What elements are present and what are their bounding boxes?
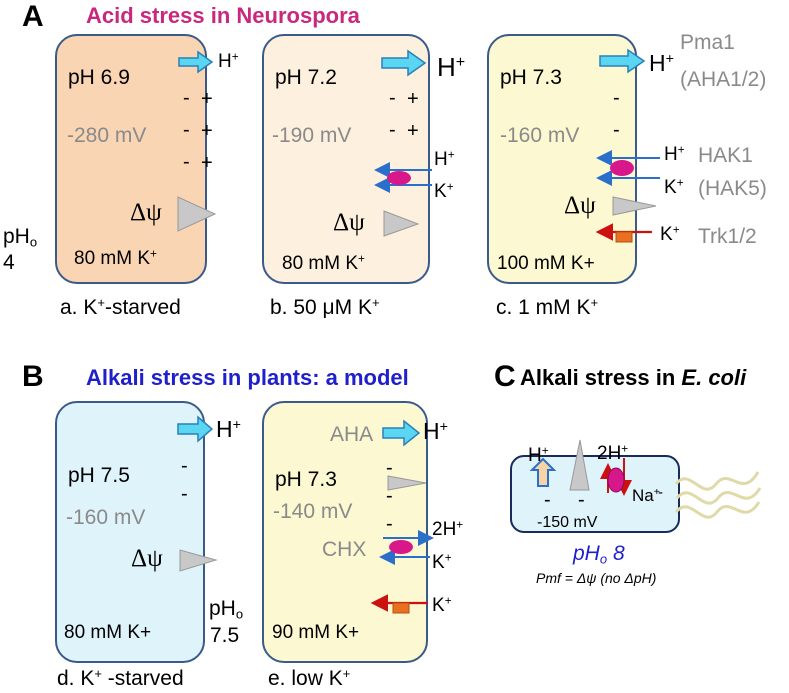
panel-b-external-ph-value: 7.5 — [210, 624, 240, 647]
ecoli-minus-2: - — [578, 489, 585, 511]
pma1-label: Pma1 — [680, 31, 735, 54]
cell-c-membrane — [487, 34, 637, 284]
cell-e-antiport-k-label: K+ — [432, 551, 452, 573]
panel-b-letter: B — [22, 360, 44, 393]
cell-c-potential: -160 mV — [500, 124, 580, 147]
ecoli-potential: -150 mV — [537, 514, 598, 531]
cell-b-potential: -190 mV — [272, 124, 352, 147]
cell-d-h-label: H+ — [216, 416, 241, 442]
cell-e-potassium: 90 mM K+ — [272, 622, 360, 643]
cell-e-2h-label: 2H+ — [432, 518, 464, 540]
aha12-label: (AHA1/2) — [680, 68, 767, 91]
cell-a-ph: pH 6.9 — [68, 66, 130, 89]
cell-d-ph: pH 7.5 — [68, 464, 130, 487]
cell-a-potential: -280 mV — [67, 124, 147, 147]
cell-c-symport-h-label: H+ — [664, 143, 685, 165]
cell-a-caption: a. K+-starved — [60, 294, 181, 319]
cell-d-potential: -160 mV — [66, 506, 146, 529]
cell-c-caption: c. 1 mM K+ — [496, 294, 599, 319]
ecoli-external-ph: pHo 8 — [573, 542, 625, 567]
cell-e-ph: pH 7.3 — [275, 468, 337, 491]
cell-e-minus-2: - — [386, 485, 393, 507]
cell-b-caption: b. 50 μM K+ — [270, 294, 380, 319]
cell-d-minus-2: - — [181, 483, 188, 505]
cell-b-plus-1: + — [407, 88, 419, 110]
cell-d-caption: d. K+ -starved — [57, 665, 184, 690]
cell-b-symport-k-label: K+ — [434, 180, 454, 202]
panel-c-title: Alkali stress in E. coli — [520, 365, 747, 390]
cell-d-minus-1: - — [181, 455, 188, 477]
panel-a-external-ph: pHo — [3, 225, 38, 250]
cell-c-ph: pH 7.3 — [500, 66, 562, 89]
cell-d-potassium: 80 mM K+ — [64, 622, 152, 643]
hak5-label: (HAK5) — [698, 177, 767, 200]
panel-a-external-ph-value: 4 — [3, 251, 15, 274]
panel-a-title: Acid stress in Neurospora — [86, 3, 360, 28]
ecoli-2h-label: 2H+ — [597, 442, 629, 464]
cell-e-uptake-k-label: K+ — [432, 594, 452, 616]
cell-a-delta-psi: Δψ — [130, 199, 162, 226]
chx-label: CHX — [322, 538, 367, 561]
cell-c-potassium: 100 mM K+ — [497, 253, 595, 274]
panel-c-letter: C — [494, 360, 516, 393]
cell-c-minus-2: - — [613, 119, 620, 141]
panel-b-title: Alkali stress in plants: a model — [86, 365, 409, 390]
cell-a-plus-3: + — [201, 152, 213, 174]
cell-a-membrane — [55, 34, 207, 284]
cell-c-delta-psi: Δψ — [564, 192, 596, 219]
cell-e-minus-1: - — [386, 457, 393, 479]
cell-a-plus-1: + — [201, 88, 213, 110]
cell-e-h-label: H+ — [423, 418, 448, 444]
ecoli-flagella — [674, 471, 762, 519]
cell-b-ph: pH 7.2 — [275, 66, 337, 89]
cell-b-minus-1: - — [389, 87, 396, 109]
cell-b-symport-h-label: H+ — [434, 148, 455, 170]
cell-b-delta-psi: Δψ — [333, 209, 365, 236]
cell-c-trk-k-label: K+ — [660, 223, 680, 245]
cell-b-minus-2: - — [389, 119, 396, 141]
cell-d-delta-psi: Δψ — [131, 545, 163, 572]
cell-c-symport-k-label: K+ — [664, 176, 684, 198]
ecoli-minus-3: - — [658, 484, 663, 501]
cell-b-h-label: H+ — [437, 52, 466, 82]
ecoli-minus-1: - — [544, 489, 551, 511]
cell-a-potassium: 80 mM K+ — [74, 247, 157, 269]
cell-b-plus-2: + — [407, 120, 419, 142]
trk12-label: Trk1/2 — [698, 225, 757, 248]
cell-a-h-label: H+ — [218, 50, 239, 72]
aha-label: AHA — [330, 423, 374, 446]
cell-e-caption: e. low K+ — [268, 665, 351, 690]
ecoli-h-label: H+ — [528, 444, 549, 466]
cell-e-minus-3: - — [386, 513, 393, 535]
cell-a-plus-2: + — [201, 120, 213, 142]
hak1-label: HAK1 — [698, 144, 753, 167]
ecoli-pmf-note: Pmf = Δψ (no ΔpH) — [536, 570, 657, 586]
cell-a-minus-2: - — [183, 119, 190, 141]
cell-c-minus-1: - — [613, 87, 620, 109]
cell-d-membrane — [55, 401, 205, 663]
cell-c-h-label: H+ — [649, 50, 674, 76]
cell-e-potential: -140 mV — [273, 500, 353, 523]
panel-b-external-ph: pHo — [209, 597, 244, 622]
cell-b-potassium: 80 mM K+ — [282, 252, 365, 274]
cell-a-minus-1: - — [183, 87, 190, 109]
cell-a-minus-3: - — [183, 151, 190, 173]
ecoli-na-label: Na+ — [632, 486, 660, 505]
panel-a-letter: A — [22, 0, 44, 33]
